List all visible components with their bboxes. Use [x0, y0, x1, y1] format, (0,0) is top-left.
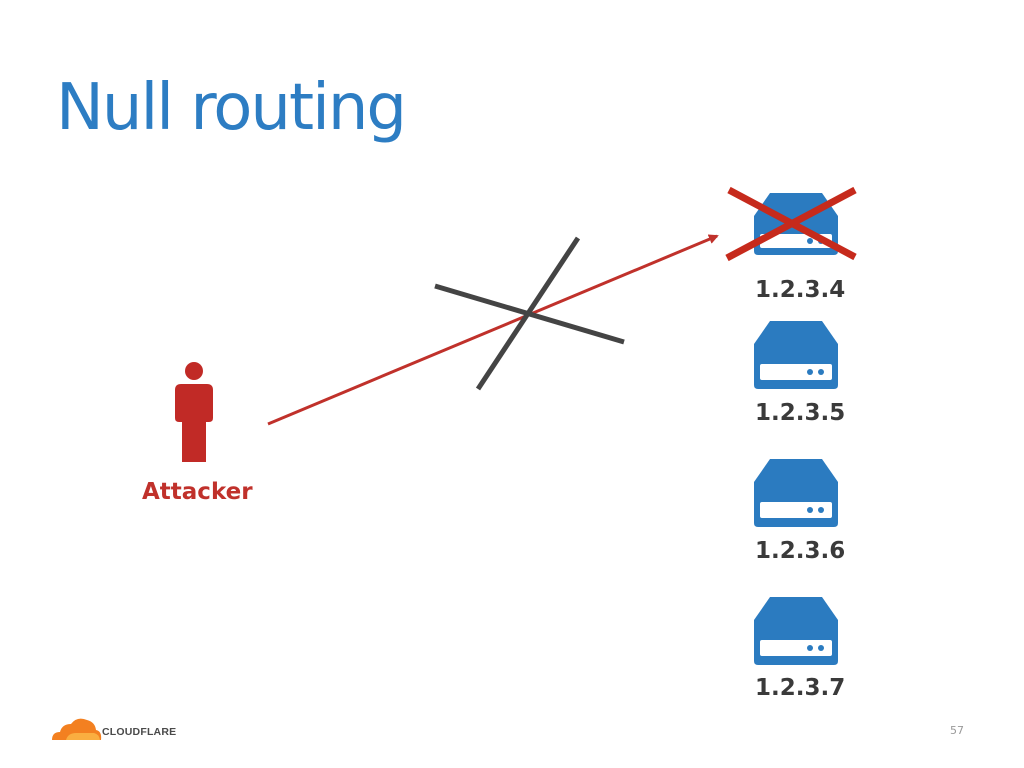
server-icon: [754, 459, 838, 527]
server-icon: [754, 321, 838, 389]
red-x-icon: [725, 186, 857, 262]
server-ip-label: 1.2.3.7: [755, 675, 846, 701]
slide-title: Null routing: [56, 71, 407, 145]
logo-text: CLOUDFLARE: [102, 726, 177, 738]
person-icon: [175, 362, 213, 462]
server-ip-label: 1.2.3.5: [755, 400, 846, 426]
cloudflare-logo-icon: [52, 718, 102, 740]
server-icon: [754, 597, 838, 665]
server-ip-label: 1.2.3.6: [755, 538, 846, 564]
page-number: 57: [950, 724, 964, 737]
attack-arrow: [267, 234, 719, 426]
server-ip-label: 1.2.3.4: [755, 277, 846, 303]
black-x-icon: [434, 236, 625, 391]
attacker-label: Attacker: [142, 479, 253, 505]
